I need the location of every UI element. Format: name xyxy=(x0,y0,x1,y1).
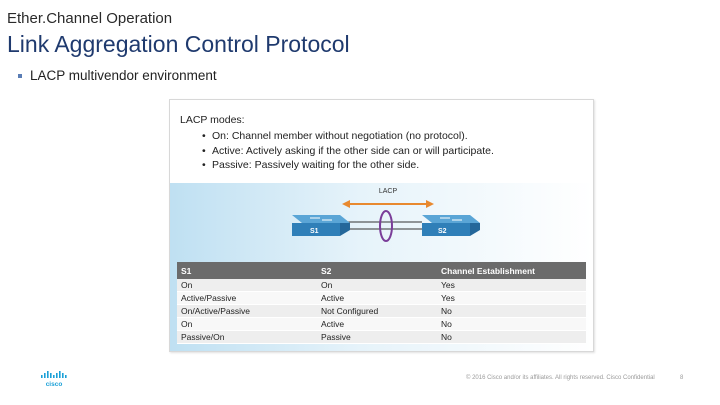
table-cell: On xyxy=(177,317,317,331)
table-row: On/Active/Passive Not Configured No xyxy=(177,304,586,318)
table-row: Passive/On Passive No xyxy=(177,330,586,344)
table-cell: Yes xyxy=(437,291,586,305)
modes-heading: LACP modes: xyxy=(180,114,245,126)
switch-s1-label: S1 xyxy=(310,228,319,235)
modes-list: On: Channel member without negotiation (… xyxy=(180,130,494,171)
bullet-item: LACP multivendor environment xyxy=(18,68,217,83)
table-cell: No xyxy=(437,330,586,344)
table-cell: Passive xyxy=(317,330,437,344)
table-cell: On xyxy=(317,279,437,292)
table-header-row: S1 S2 Channel Establishment xyxy=(177,262,586,279)
lacp-label: LACP xyxy=(379,188,398,195)
table-cell: Yes xyxy=(437,279,586,292)
table-header: S1 xyxy=(177,262,317,279)
page-title: Link Aggregation Control Protocol xyxy=(7,31,350,57)
mode-item-on: On: Channel member without negotiation (… xyxy=(202,130,494,142)
table-row: On On Yes xyxy=(177,279,586,292)
switch-s1-icon: S1 xyxy=(292,215,350,236)
mode-item-passive: Passive: Passively waiting for the other… xyxy=(202,159,494,171)
cisco-logo-text: cisco xyxy=(46,381,63,388)
table-cell: No xyxy=(437,304,586,318)
table-cell: No xyxy=(437,317,586,331)
section-title: Ether.Channel Operation xyxy=(7,10,173,27)
cisco-logo: cisco xyxy=(40,370,70,393)
table-cell: Not Configured xyxy=(317,304,437,318)
lacp-modes: LACP modes: On: Channel member without n… xyxy=(180,114,494,174)
lacp-diagram: LACP S1 xyxy=(170,183,593,351)
bullet-text: LACP multivendor environment xyxy=(30,68,217,83)
table-cell: On xyxy=(177,279,317,292)
channel-table: S1 S2 Channel Establishment On On Yes Ac… xyxy=(177,262,586,344)
lacp-figure: LACP modes: On: Channel member without n… xyxy=(169,99,594,352)
double-arrow-icon xyxy=(342,200,434,208)
page-number: 8 xyxy=(680,375,684,381)
table-row: On Active No xyxy=(177,317,586,331)
bullet-square-icon xyxy=(18,73,22,78)
mode-item-active: Active: Actively asking if the other sid… xyxy=(202,145,494,157)
copyright-footer: © 2016 Cisco and/or its affiliates. All … xyxy=(466,375,655,381)
channel-ellipse-icon xyxy=(379,210,393,242)
topology-svg: LACP S1 xyxy=(292,188,480,242)
table-cell: Passive/On xyxy=(177,330,317,344)
table-row: Active/Passive Active Yes xyxy=(177,291,586,305)
table-cell: Active xyxy=(317,317,437,331)
table-cell: Active/Passive xyxy=(177,291,317,305)
table-cell: Active xyxy=(317,291,437,305)
cisco-logo-icon: cisco xyxy=(41,371,67,388)
table-cell: On/Active/Passive xyxy=(177,304,317,318)
switch-s2-icon: S2 xyxy=(422,215,480,236)
switch-s2-label: S2 xyxy=(438,228,447,235)
table-header: S2 xyxy=(317,262,437,279)
table-header: Channel Establishment xyxy=(437,262,586,279)
